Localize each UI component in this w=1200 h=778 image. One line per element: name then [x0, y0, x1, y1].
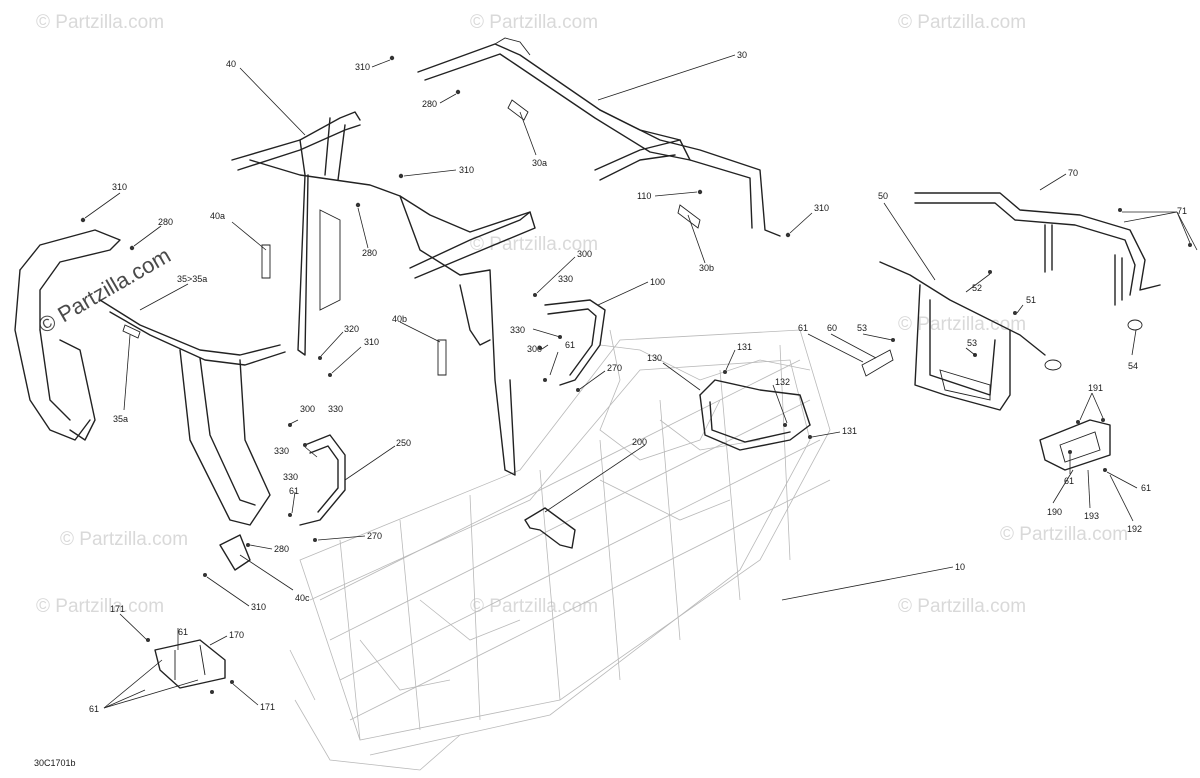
bracket-part-40c [219, 534, 251, 571]
callout-330: 330 [274, 446, 289, 456]
callout-320: 320 [344, 324, 359, 334]
callout-270: 270 [607, 363, 622, 373]
small-parts [80, 55, 1192, 694]
cage-rail-part-30 [417, 37, 781, 237]
watermark-text: © Partzilla.com [60, 529, 188, 550]
callout-171: 171 [110, 604, 125, 614]
brace-part-100 [544, 299, 606, 386]
callout-labels: 30 310 280 30a 40 310 280 110 310 30b 31… [89, 50, 1187, 714]
callout-170: 170 [229, 630, 244, 640]
watermark-text: © Partzilla.com [470, 234, 598, 255]
callout-100: 100 [650, 277, 665, 287]
callout-61: 61 [89, 704, 99, 714]
callout-330: 330 [558, 274, 573, 284]
watermark-text: © Partzilla.com [898, 12, 1026, 33]
callout-131: 131 [842, 426, 857, 436]
callout-35a: 35a [113, 414, 128, 424]
callout-280: 280 [422, 99, 437, 109]
callout-61: 61 [798, 323, 808, 333]
callout-30a: 30a [532, 158, 547, 168]
callout-310: 310 [355, 62, 370, 72]
callout-310: 310 [251, 602, 266, 612]
callout-192: 192 [1127, 524, 1142, 534]
callout-35-35a: 35>35a [177, 274, 207, 284]
bracket-part-190 [1039, 419, 1111, 471]
callout-310: 310 [112, 182, 127, 192]
watermark-text: © Partzilla.com [36, 12, 164, 33]
callout-61: 61 [565, 340, 575, 350]
callout-270: 270 [367, 531, 382, 541]
callout-10: 10 [955, 562, 965, 572]
right-cage-part-50 [879, 261, 1046, 411]
callout-110: 110 [637, 191, 651, 201]
callout-51: 51 [1026, 295, 1036, 305]
callout-191: 191 [1088, 383, 1103, 393]
callout-53: 53 [967, 338, 977, 348]
callout-330: 330 [328, 404, 343, 414]
callout-70: 70 [1068, 168, 1078, 178]
callout-130: 130 [647, 353, 662, 363]
cage-rail-part-40 [231, 111, 536, 476]
bracket-part-200 [524, 507, 576, 549]
callout-300: 300 [300, 404, 315, 414]
callout-310: 310 [364, 337, 379, 347]
callout-61: 61 [1141, 483, 1151, 493]
callout-40c: 40c [295, 593, 310, 603]
callout-190: 190 [1047, 507, 1062, 517]
callout-30b: 30b [699, 263, 714, 273]
callout-61: 61 [1064, 476, 1074, 486]
brace-part-250 [299, 434, 346, 526]
watermark-text: © Partzilla.com [470, 12, 598, 33]
callout-200: 200 [632, 437, 647, 447]
callout-300: 300 [577, 249, 592, 259]
bracket-part-170 [154, 639, 226, 689]
callout-280: 280 [274, 544, 289, 554]
callout-330: 330 [283, 472, 298, 482]
watermark-text: © Partzilla.com [898, 596, 1026, 617]
callout-171: 171 [260, 702, 275, 712]
callout-52: 52 [972, 283, 982, 293]
callout-50: 50 [878, 191, 888, 201]
callout-53: 53 [857, 323, 867, 333]
diagram-code: 30C1701b [34, 758, 76, 768]
callout-71: 71 [1177, 206, 1187, 216]
watermark-text: © Partzilla.com [36, 596, 164, 617]
callout-61: 61 [289, 486, 299, 496]
leader-lines [84, 54, 1198, 709]
callout-280: 280 [158, 217, 173, 227]
callout-54: 54 [1128, 361, 1138, 371]
watermark-text: © Partzilla.com [1000, 524, 1128, 545]
callout-330: 330 [510, 325, 525, 335]
main-frame-part-10 [289, 329, 831, 771]
brace-part-130 [699, 379, 811, 451]
front-cage-part-35 [14, 229, 286, 526]
callout-310: 310 [459, 165, 474, 175]
callout-250: 250 [396, 438, 411, 448]
callout-30: 30 [737, 50, 747, 60]
callout-132: 132 [775, 377, 790, 387]
callout-40b: 40b [392, 314, 407, 324]
callout-40a: 40a [210, 211, 225, 221]
callout-60: 60 [827, 323, 837, 333]
callout-300: 300 [527, 344, 542, 354]
callout-193: 193 [1084, 511, 1099, 521]
callout-310: 310 [814, 203, 829, 213]
callout-61: 61 [178, 627, 188, 637]
callout-40: 40 [226, 59, 236, 69]
callout-131: 131 [737, 342, 752, 352]
callout-280: 280 [362, 248, 377, 258]
rear-bar-part-70 [914, 192, 1161, 306]
